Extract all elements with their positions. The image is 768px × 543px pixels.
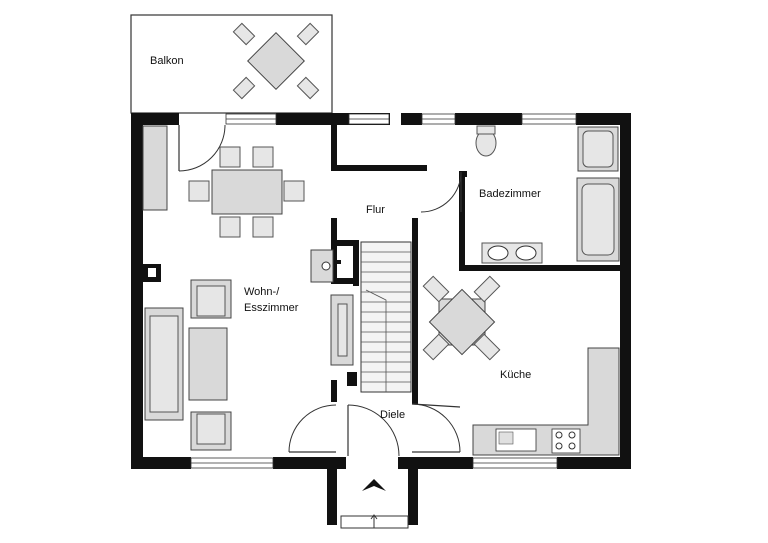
staircase <box>360 241 412 393</box>
interior-walls <box>143 125 621 525</box>
dining-table-set <box>188 146 305 238</box>
kitchen-counter <box>472 347 620 456</box>
room-label-flur: Flur <box>366 204 385 216</box>
windows <box>190 113 577 469</box>
door-handle-icon <box>370 514 378 528</box>
living-room-set <box>144 279 232 451</box>
room-label-kueche: Küche <box>500 369 531 381</box>
stove <box>310 249 354 366</box>
room-label-wohn-line2: Esszimmer <box>244 302 299 314</box>
entrance-arrow-icon <box>362 479 386 491</box>
balcony-table-set <box>232 22 320 100</box>
sideboard <box>142 125 168 211</box>
exterior-walls <box>131 113 631 469</box>
room-label-diele: Diele <box>380 409 405 421</box>
bathroom-fixtures <box>475 125 620 264</box>
room-label-wohn-line1: Wohn-/ <box>244 286 280 298</box>
room-label-balkon: Balkon <box>150 55 184 67</box>
kitchen-table-set <box>422 275 501 361</box>
room-label-badezimmer: Badezimmer <box>479 188 541 200</box>
stair-direction-line <box>365 289 387 392</box>
